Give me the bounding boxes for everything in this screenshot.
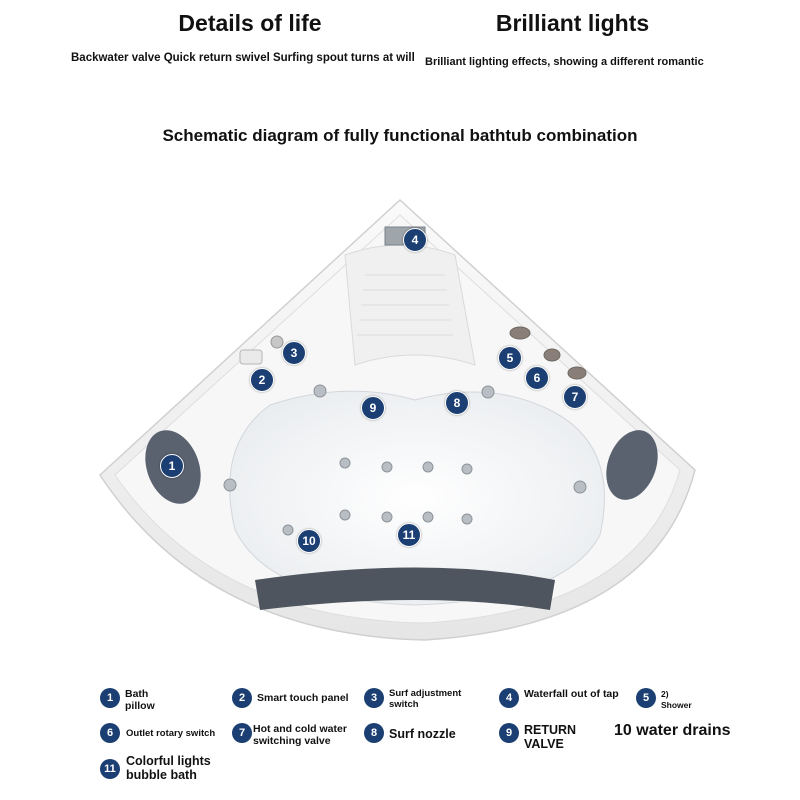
legend-badge-9: 9	[499, 723, 519, 743]
legend-label-4: Waterfall out of tap	[524, 688, 619, 700]
legend-label-7: Hot and cold water switching valve	[253, 723, 347, 747]
marker-4: 4	[403, 228, 427, 252]
legend-badge-5: 5	[636, 688, 656, 708]
legend-label-8: Surf nozzle	[389, 727, 456, 741]
bathtub-illustration	[99, 198, 696, 641]
legend-label-11: Colorful lights bubble bath	[126, 754, 211, 782]
legend-label-6: Outlet rotary switch	[126, 728, 216, 739]
legend-badge-8: 8	[364, 723, 384, 743]
marker-7: 7	[563, 385, 587, 409]
legend-label-3: Surf adjustment switch	[389, 688, 462, 710]
legend-badge-2: 2	[232, 688, 252, 708]
marker-10: 10	[297, 529, 321, 553]
legend-label-2: Smart touch panel	[257, 692, 349, 704]
details-title: Details of life	[178, 10, 322, 36]
legend-label-5: 2) Shower	[661, 689, 692, 710]
legend-badge-3: 3	[364, 688, 384, 708]
diagram-title: Schematic diagram of fully functional ba…	[162, 126, 638, 145]
legend-badge-7: 7	[232, 723, 252, 743]
legend-label-9: RETURN VALVE	[524, 723, 577, 751]
legend-badge-11: 11	[100, 759, 120, 779]
legend-badge-1: 1	[100, 688, 120, 708]
marker-8: 8	[445, 391, 469, 415]
water-drains-label: 10 water drains	[614, 722, 731, 739]
marker-6: 6	[525, 366, 549, 390]
marker-1: 1	[160, 454, 184, 478]
legend-label-1: Bath pillow	[125, 688, 155, 712]
marker-5: 5	[498, 346, 522, 370]
marker-3: 3	[282, 341, 306, 365]
marker-9: 9	[361, 396, 385, 420]
marker-2: 2	[250, 368, 274, 392]
legend-badge-4: 4	[499, 688, 519, 708]
legend-badge-6: 6	[100, 723, 120, 743]
marker-11: 11	[397, 523, 421, 547]
lights-description: Brilliant lighting effects, showing a di…	[425, 56, 704, 68]
details-description: Backwater valve Quick return swivel Surf…	[71, 52, 415, 64]
lights-title: Brilliant lights	[495, 10, 650, 36]
